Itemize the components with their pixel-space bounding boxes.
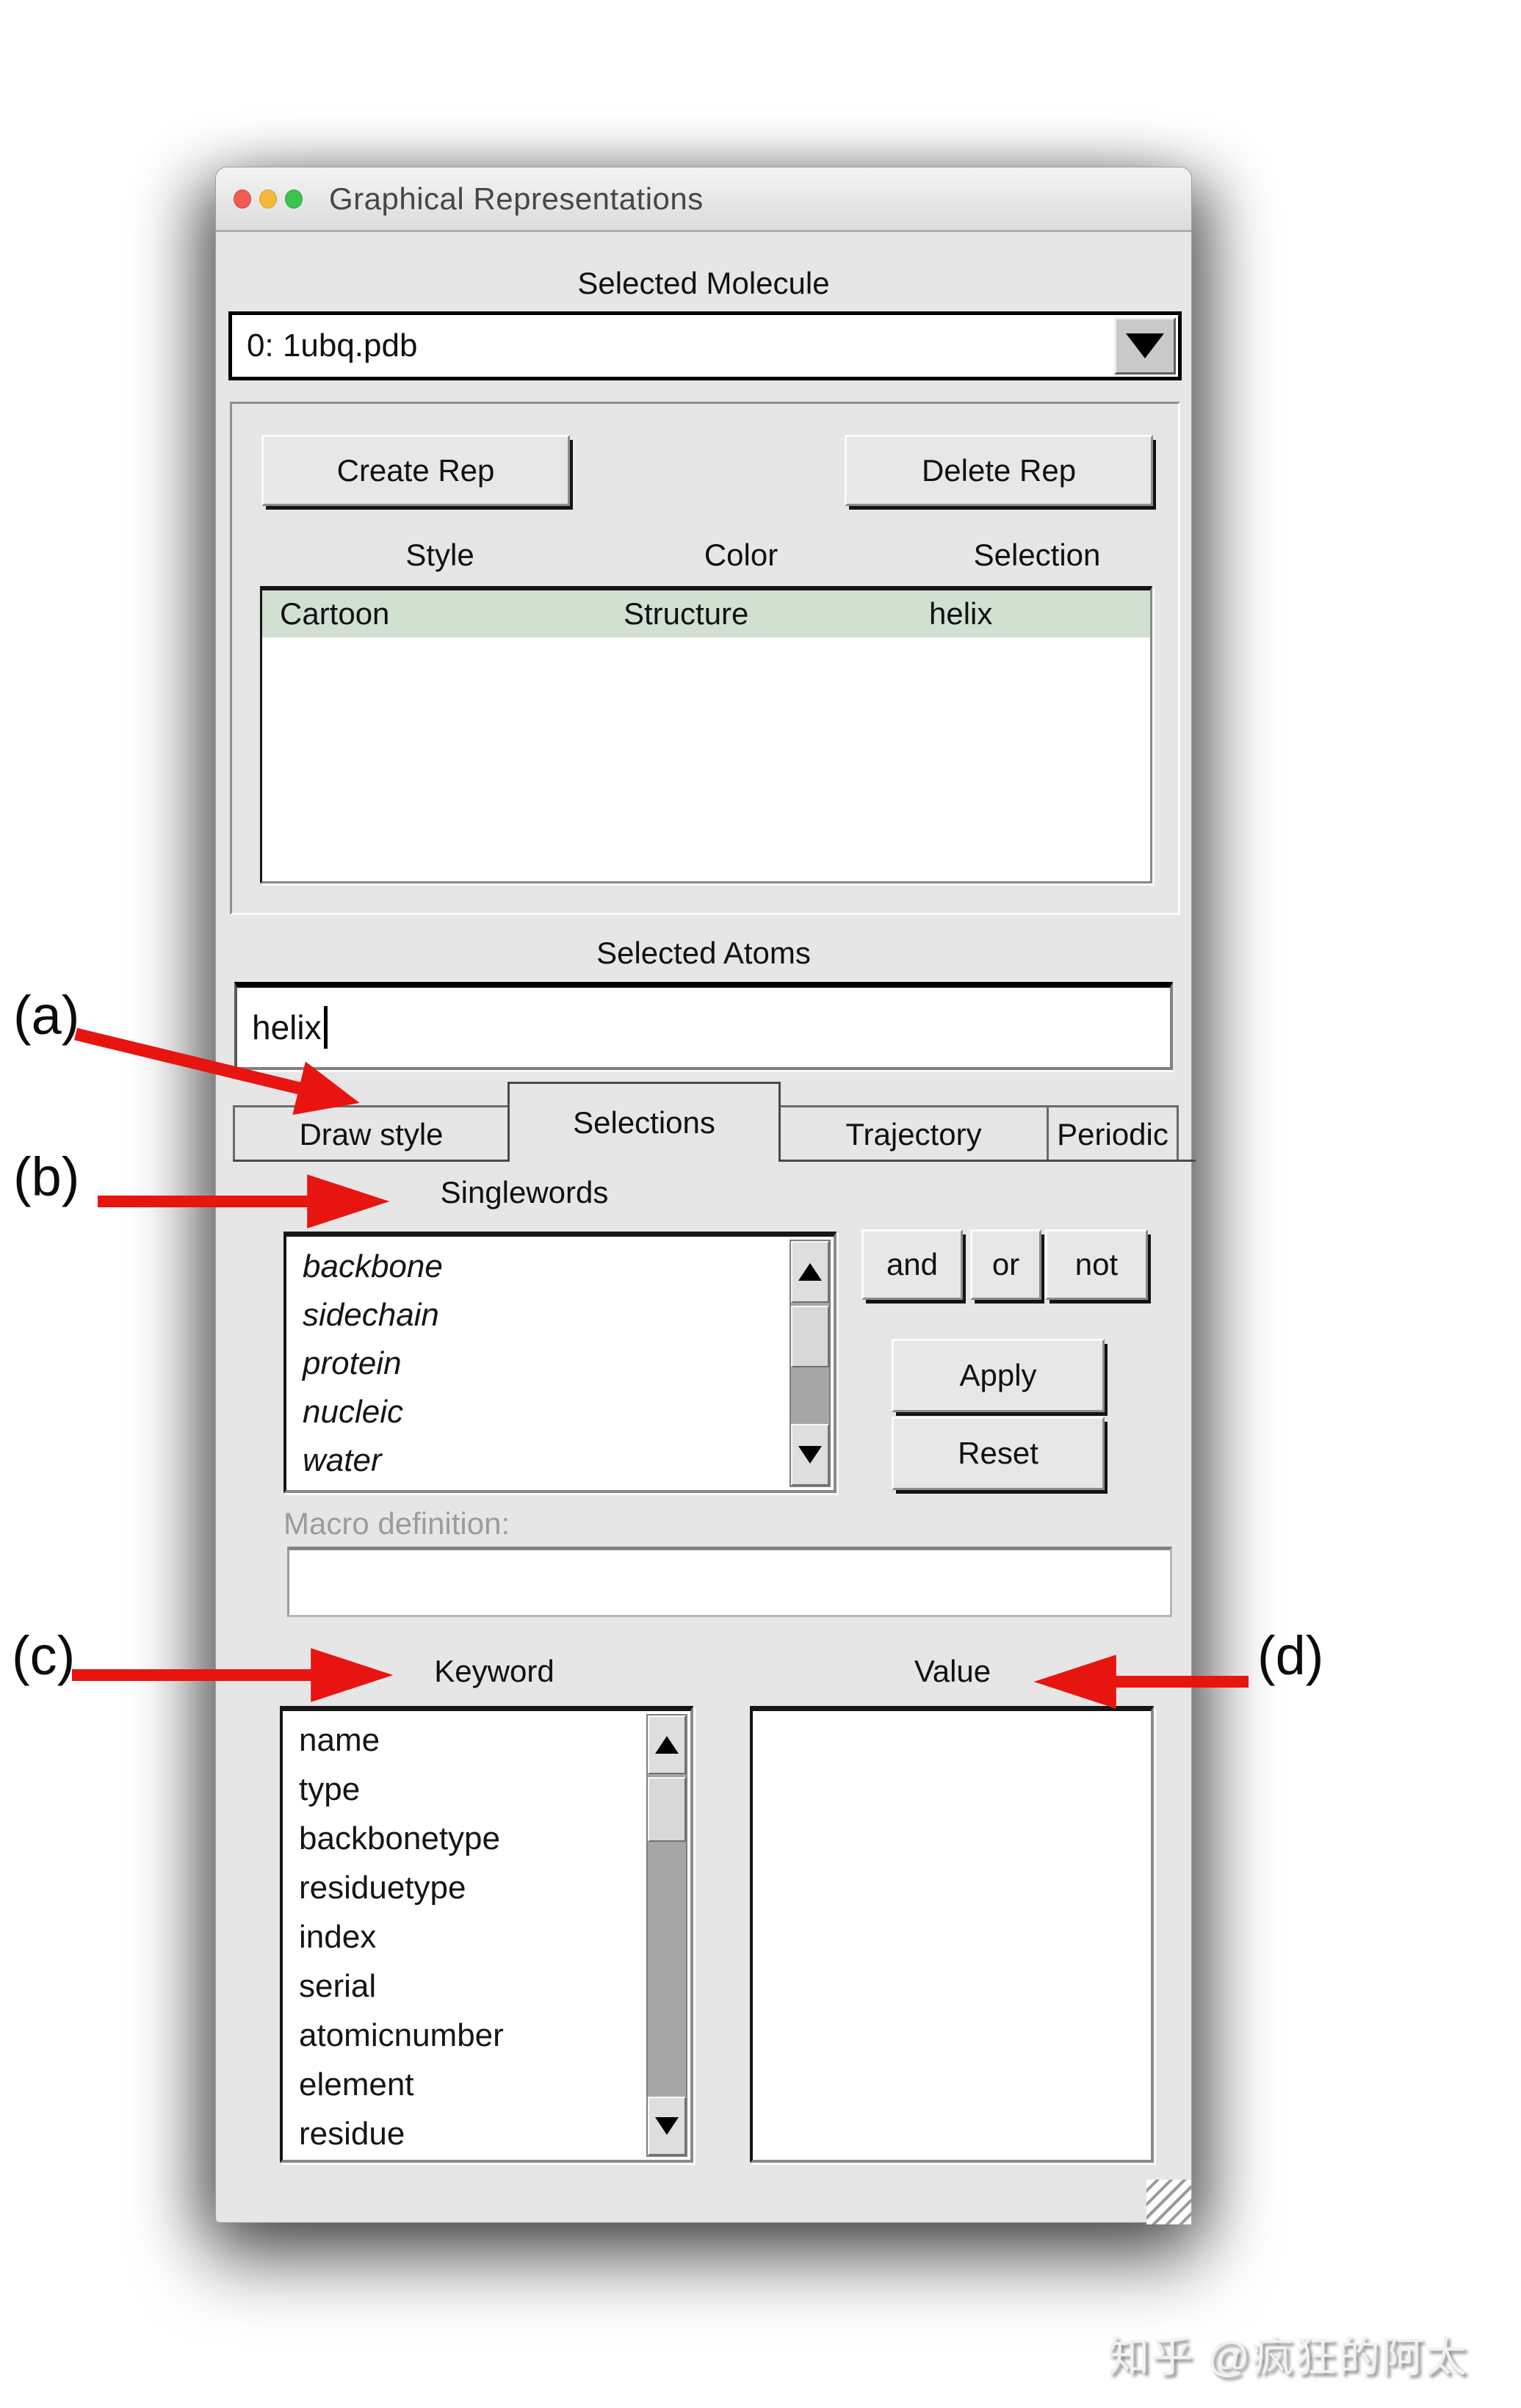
list-item[interactable]: atomicnumber xyxy=(299,2017,504,2053)
list-item[interactable]: type xyxy=(299,1771,361,1807)
watermark: 知乎 @疯狂的阿太 xyxy=(1108,2334,1468,2381)
scroll-up-icon xyxy=(798,1263,822,1281)
scroll-up-button[interactable] xyxy=(648,1715,686,1774)
value-label: Value xyxy=(914,1654,991,1688)
title-bar[interactable]: Graphical Representations xyxy=(216,167,1191,232)
scroll-down-button[interactable] xyxy=(791,1424,829,1486)
selected-atoms-input[interactable]: helix xyxy=(234,982,1173,1070)
dropdown-arrow-button[interactable] xyxy=(1114,317,1176,375)
graphical-representations-window: Graphical Representations Selected Molec… xyxy=(215,167,1196,2224)
annotation-label-c: (c) xyxy=(12,1625,76,1686)
list-item[interactable]: index xyxy=(299,1919,377,1955)
tab-bar: Draw style Selections Trajectory Periodi… xyxy=(233,1082,1196,1162)
list-item[interactable]: serial xyxy=(299,1968,377,2004)
or-button[interactable]: or xyxy=(970,1229,1041,1300)
tab-periodic[interactable]: Periodic xyxy=(1047,1105,1179,1162)
singlewords-label: Singlewords xyxy=(440,1175,609,1210)
selected-molecule-value: 0: 1ubq.pdb xyxy=(247,328,418,364)
singlewords-listbox[interactable]: backbone sidechain protein nucleic water xyxy=(283,1232,837,1493)
chevron-down-icon xyxy=(1126,333,1164,358)
representations-panel: Create Rep Delete Rep Style Color Select… xyxy=(230,402,1180,915)
scroll-up-icon xyxy=(655,1736,679,1754)
annotation-label-a: (a) xyxy=(13,985,80,1046)
scroll-down-icon xyxy=(798,1446,822,1464)
tab-selections[interactable]: Selections xyxy=(507,1082,781,1162)
list-item[interactable]: backbonetype xyxy=(299,1821,500,1856)
scroll-down-icon xyxy=(655,2117,679,2135)
list-item[interactable]: sidechain xyxy=(303,1297,439,1333)
keyword-label: Keyword xyxy=(434,1654,554,1688)
annotation-label-d: (d) xyxy=(1257,1625,1324,1686)
scrollbar-thumb[interactable] xyxy=(648,1777,686,1842)
rep-row-style: Cartoon xyxy=(280,596,390,631)
selected-atoms-label: Selected Atoms xyxy=(596,936,811,970)
minimize-icon[interactable] xyxy=(259,189,277,209)
selected-molecule-dropdown[interactable]: 0: 1ubq.pdb xyxy=(228,311,1182,380)
list-item[interactable]: residue xyxy=(299,2116,405,2152)
keyword-scrollbar[interactable] xyxy=(646,1714,687,2157)
zoom-icon[interactable] xyxy=(285,189,303,209)
selected-molecule-label: Selected Molecule xyxy=(577,266,830,300)
selected-atoms-value: helix xyxy=(252,1008,322,1046)
rep-row-selection: helix xyxy=(929,596,993,631)
macro-definition-label: Macro definition: xyxy=(283,1506,510,1541)
column-header-color: Color xyxy=(704,538,778,572)
column-header-selection: Selection xyxy=(973,538,1101,572)
column-header-style: Style xyxy=(405,538,474,572)
list-item[interactable]: name xyxy=(299,1722,380,1758)
rep-row-color: Structure xyxy=(624,596,749,631)
list-item[interactable]: water xyxy=(303,1442,382,1478)
delete-rep-button[interactable]: Delete Rep xyxy=(845,435,1153,506)
resize-grip[interactable] xyxy=(1146,2180,1191,2224)
rep-list[interactable]: Cartoon Structure helix xyxy=(260,586,1152,883)
macro-definition-input[interactable] xyxy=(287,1547,1172,1617)
window-title: Graphical Representations xyxy=(329,181,704,216)
list-item[interactable]: element xyxy=(299,2067,414,2103)
singlewords-scrollbar[interactable] xyxy=(790,1240,831,1487)
annotation-label-b: (b) xyxy=(13,1146,80,1207)
tab-draw-style[interactable]: Draw style xyxy=(233,1105,510,1162)
list-item[interactable]: protein xyxy=(303,1345,402,1381)
list-item[interactable]: residuetype xyxy=(299,1870,466,1906)
and-button[interactable]: and xyxy=(861,1229,963,1300)
keyword-listbox[interactable]: name type backbonetype residuetype index… xyxy=(280,1706,693,2163)
rep-row-selected[interactable]: Cartoon Structure helix xyxy=(262,590,1150,637)
close-icon[interactable] xyxy=(234,189,251,209)
tab-trajectory[interactable]: Trajectory xyxy=(778,1105,1049,1162)
scrollbar-thumb[interactable] xyxy=(791,1306,829,1367)
text-cursor xyxy=(323,1006,328,1049)
scroll-up-button[interactable] xyxy=(791,1241,829,1303)
apply-button[interactable]: Apply xyxy=(892,1339,1105,1412)
list-item[interactable]: nucleic xyxy=(303,1394,403,1430)
create-rep-button[interactable]: Create Rep xyxy=(261,435,570,506)
not-button[interactable]: not xyxy=(1045,1229,1148,1300)
scroll-down-button[interactable] xyxy=(648,2097,686,2155)
reset-button[interactable]: Reset xyxy=(892,1417,1105,1490)
list-item[interactable]: backbone xyxy=(303,1248,443,1284)
value-listbox[interactable] xyxy=(750,1706,1154,2163)
